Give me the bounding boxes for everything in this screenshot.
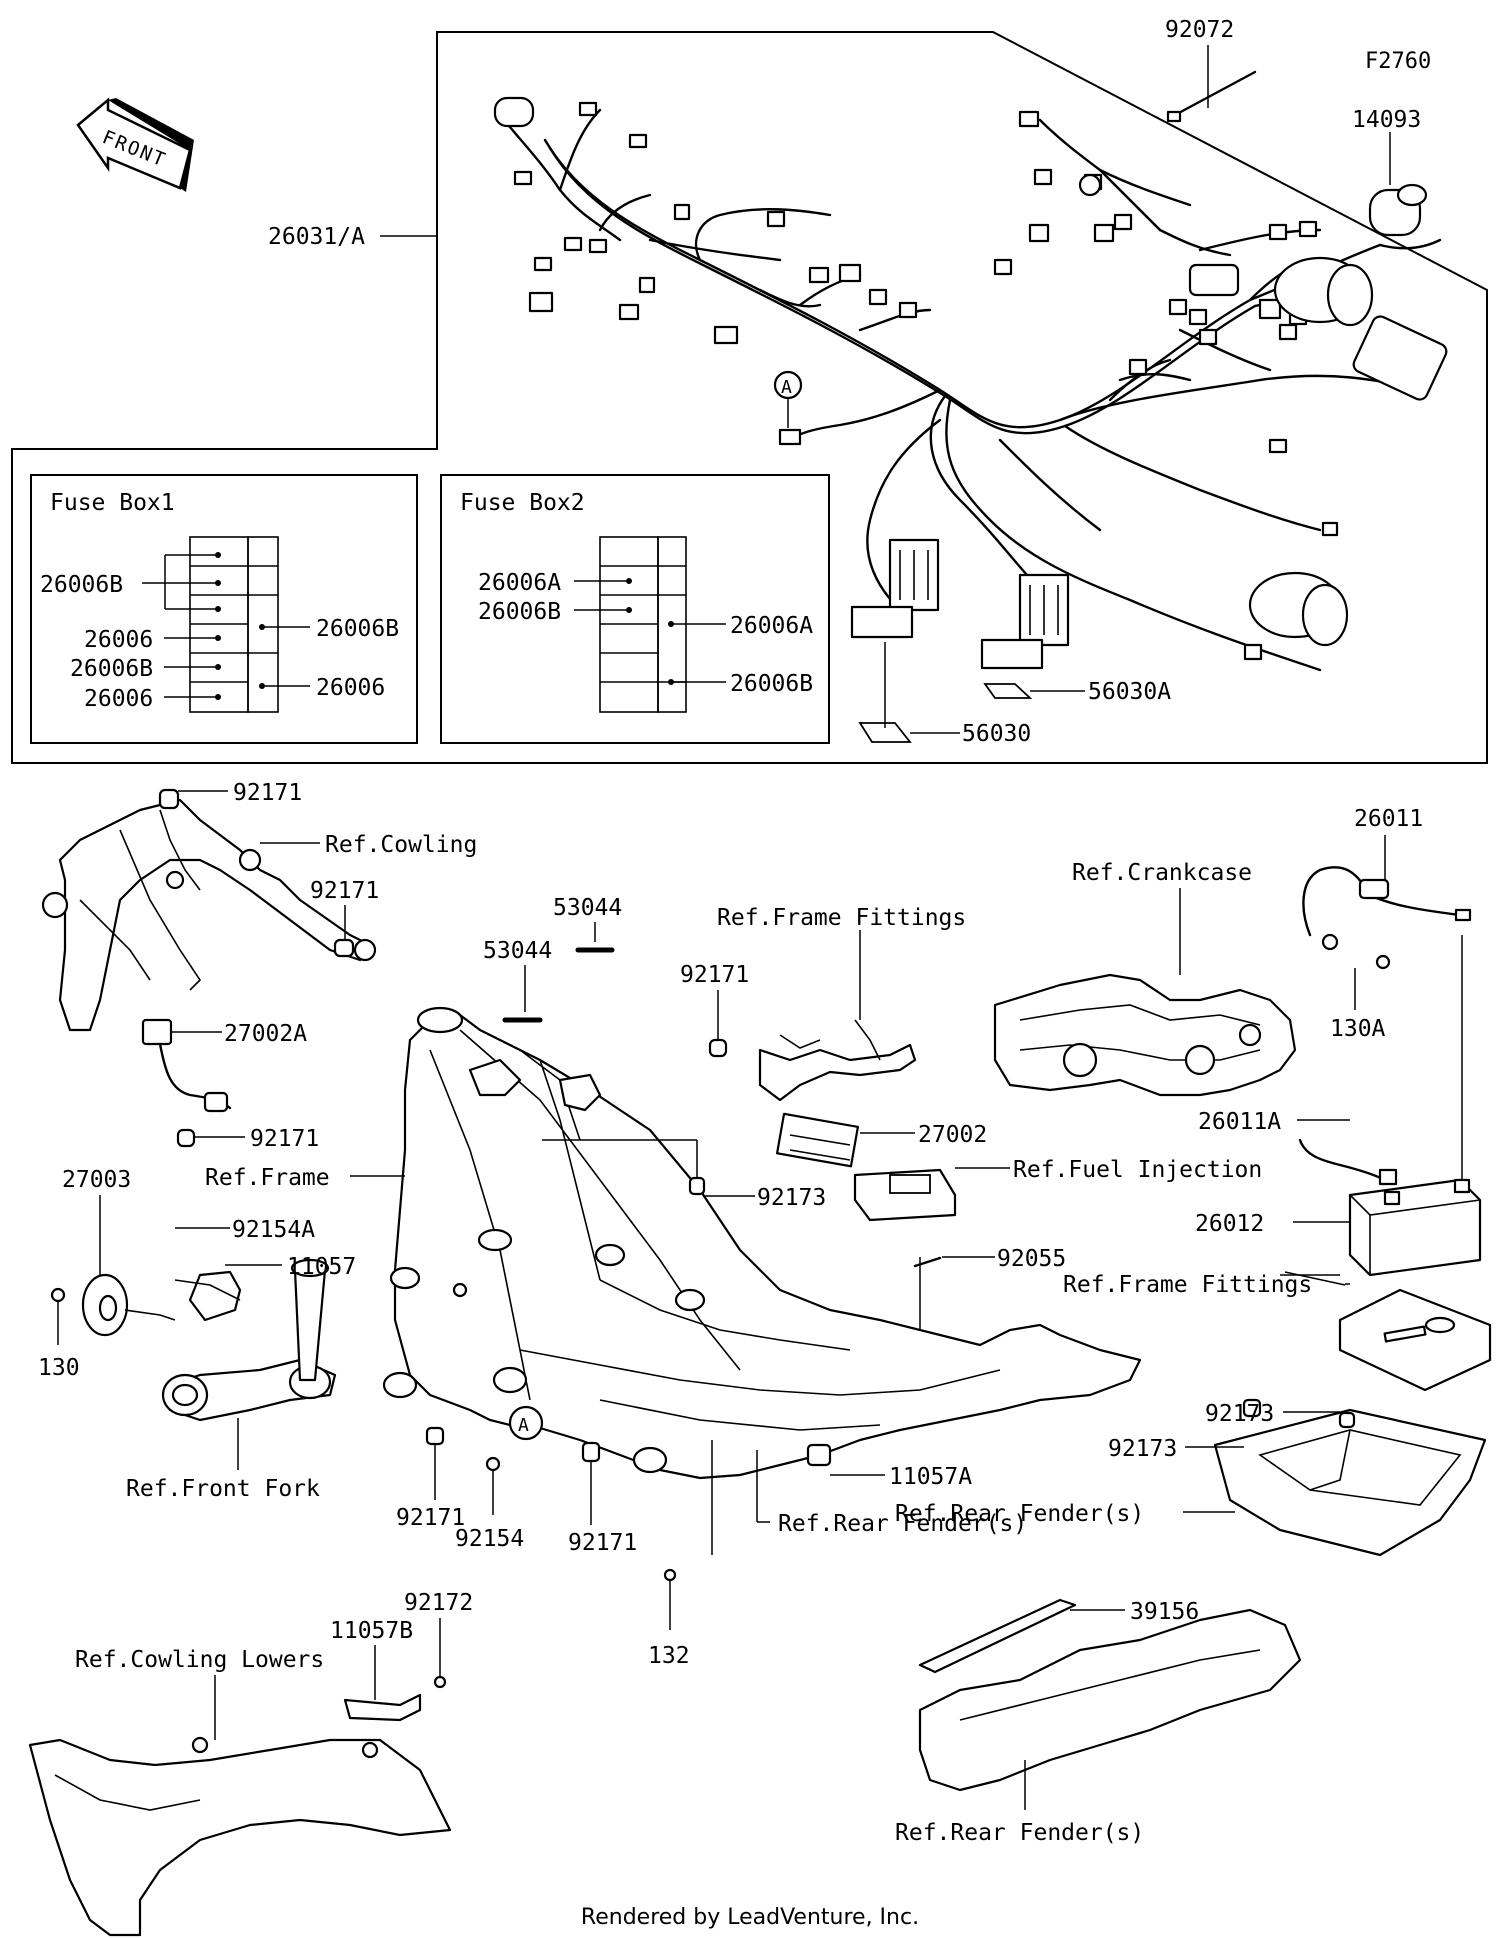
harness-outline bbox=[11, 31, 1488, 764]
label-clip-low: 92171 bbox=[250, 1126, 319, 1152]
battery-icon bbox=[1348, 1178, 1482, 1277]
label-cable-a: 26011A bbox=[1198, 1109, 1281, 1135]
callout-a-frame: A bbox=[508, 1405, 544, 1441]
relay-icon bbox=[141, 1018, 232, 1113]
label-ref-cowling: Ref.Cowling bbox=[325, 832, 477, 858]
label-pad-1: 53044 bbox=[483, 938, 552, 964]
fuse2-label-1: 26006A bbox=[478, 570, 561, 596]
label-ref-frame-fittings: Ref.Frame Fittings bbox=[717, 905, 966, 931]
fuse-box-1-title: Fuse Box1 bbox=[50, 490, 175, 516]
label-ref-frame: Ref.Frame bbox=[205, 1165, 330, 1191]
battery-cable-icon bbox=[1298, 866, 1472, 1186]
diagram-code: F2760 bbox=[1365, 49, 1431, 74]
front-fork-icon bbox=[161, 1258, 337, 1422]
callout-a-frame-label: A bbox=[518, 1415, 529, 1436]
tie-band-label: 92072 bbox=[1165, 17, 1234, 43]
fuse-box-2: Fuse Box2 26006A 26006B 26006A 26006B bbox=[440, 474, 830, 744]
label-clip-b1: 92171 bbox=[396, 1505, 465, 1531]
frame-fittings-bracket bbox=[708, 1019, 917, 1102]
label-ecu: 27002 bbox=[918, 1122, 987, 1148]
label-ref-rear-fender-r: Ref.Rear Fender(s) bbox=[895, 1501, 1144, 1527]
fuse-box-2-title: Fuse Box2 bbox=[460, 490, 585, 516]
label-pad-2: 53044 bbox=[553, 895, 622, 921]
label-bracket-b: 11057B bbox=[330, 1618, 413, 1644]
label-bolt-92172: 92172 bbox=[404, 1590, 473, 1616]
cap-label: 14093 bbox=[1352, 107, 1421, 133]
label-battery: 26012 bbox=[1195, 1211, 1264, 1237]
callout-a-harness: A bbox=[773, 370, 803, 428]
fuse1-label-1: 26006B bbox=[40, 572, 123, 598]
label-horn: 27003 bbox=[62, 1167, 131, 1193]
fuse1-label-3: 26006B bbox=[70, 656, 153, 682]
rear-fender-icon bbox=[918, 1598, 1302, 1792]
ecu-icon bbox=[775, 1112, 957, 1222]
label-ref-cowling-lowers: Ref.Cowling Lowers bbox=[75, 1647, 324, 1673]
label-clip-ff: 92171 bbox=[680, 962, 749, 988]
fuse-box-1: Fuse Box1 26006B 26006 26006B 26006 2600… bbox=[30, 474, 418, 744]
label-ref-rear-fender-low: Ref.Rear Fender(s) bbox=[895, 1820, 1144, 1846]
label-bolt-132: 132 bbox=[648, 1643, 690, 1669]
label-bolt-b: 92154 bbox=[455, 1526, 524, 1552]
label-ref-crankcase: Ref.Crankcase bbox=[1072, 860, 1252, 886]
fuse1-label-6: 26006 bbox=[316, 675, 385, 701]
frame-fittings-plate bbox=[1338, 1288, 1492, 1392]
label-bracket: 11057 bbox=[287, 1254, 356, 1280]
fuse2-label-2: 26006B bbox=[478, 599, 561, 625]
label-clip-mid: 92171 bbox=[310, 878, 379, 904]
connector-icon bbox=[493, 96, 1339, 661]
wiring-harness: A bbox=[493, 70, 1448, 743]
clip-icons bbox=[158, 788, 355, 1148]
label-bolt-130a: 130A bbox=[1330, 1016, 1386, 1042]
cowling-bracket bbox=[41, 798, 377, 1032]
horn-icon bbox=[50, 1273, 176, 1337]
label-ref-rear-fender: Ref.Rear Fender(s) bbox=[778, 1511, 1027, 1537]
label-grommet-2: 92173 bbox=[1108, 1436, 1177, 1462]
harness-label: 26031/A bbox=[268, 224, 365, 250]
fuse1-label-5: 26006B bbox=[316, 616, 399, 642]
bracket-b-icon bbox=[343, 1675, 447, 1722]
connector-label-1: 56030 bbox=[962, 721, 1031, 747]
cowling-lower-icon bbox=[28, 1736, 452, 1937]
label-grommet: 92173 bbox=[757, 1185, 826, 1211]
battery-tray-icon bbox=[1213, 1398, 1487, 1557]
connector-label-2: 56030A bbox=[1088, 679, 1171, 705]
fuse2-label-4: 26006B bbox=[730, 671, 813, 697]
label-relay: 27002A bbox=[224, 1021, 307, 1047]
callout-a-label: A bbox=[781, 377, 792, 398]
label-ref-frame-fittings-r: Ref.Frame Fittings bbox=[1063, 1272, 1312, 1298]
label-bracket-a: 11057A bbox=[889, 1464, 972, 1490]
front-arrow-icon: FRONT bbox=[76, 97, 194, 192]
footer-credit: Rendered by LeadVenture, Inc. bbox=[580, 1905, 920, 1930]
connector-block-icon bbox=[850, 538, 1070, 743]
label-clip-b2: 92171 bbox=[568, 1530, 637, 1556]
fuse1-label-4: 26006 bbox=[84, 686, 153, 712]
label-ref-fuel-injection: Ref.Fuel Injection bbox=[1013, 1157, 1262, 1183]
fuse1-label-2: 26006 bbox=[84, 627, 153, 653]
main-frame bbox=[382, 1006, 1142, 1480]
cylinder-icon bbox=[1248, 256, 1448, 647]
crankcase-icon bbox=[993, 973, 1297, 1097]
label-cover: 39156 bbox=[1130, 1599, 1199, 1625]
label-band: 92055 bbox=[997, 1246, 1066, 1272]
cap-icon bbox=[1368, 183, 1428, 237]
label-battery-cable: 26011 bbox=[1354, 806, 1423, 832]
label-bolt-130: 130 bbox=[38, 1355, 80, 1381]
fuse2-label-3: 26006A bbox=[730, 613, 813, 639]
label-bolt-horn: 92154A bbox=[232, 1217, 315, 1243]
label-ref-front-fork: Ref.Front Fork bbox=[126, 1476, 320, 1502]
label-clip-top: 92171 bbox=[233, 780, 302, 806]
label-grommet-1: 92173 bbox=[1205, 1401, 1274, 1427]
